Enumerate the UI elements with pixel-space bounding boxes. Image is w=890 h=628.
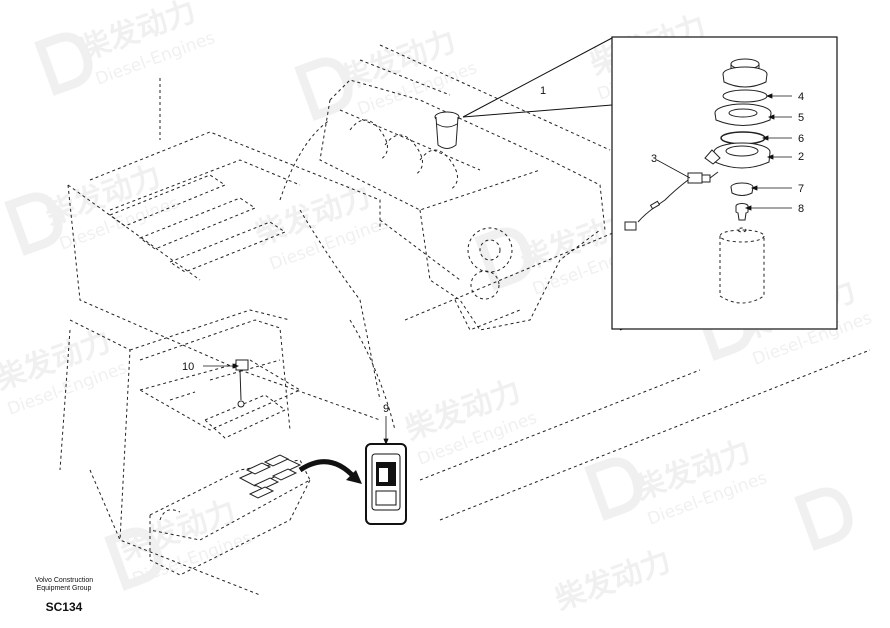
sensor-switch [235, 359, 249, 408]
watermark-logo [294, 57, 353, 121]
watermark-logo [794, 487, 853, 551]
watermark-logo [474, 227, 533, 291]
filter-cartridge [719, 227, 765, 304]
callout-1: 1 [540, 85, 546, 97]
detail-frame [462, 36, 838, 330]
watermark-logo [34, 32, 93, 96]
watermark-cn: 柴发动力 [551, 544, 676, 618]
callouts: 1 2 3 4 5 6 7 8 9 10 [182, 85, 804, 415]
engine-block [319, 79, 606, 331]
watermark-logo [584, 457, 643, 521]
callout-8: 8 [798, 203, 804, 215]
part-3-wire-harness [624, 171, 719, 231]
cap-knob [722, 58, 768, 88]
part-7-nut [730, 182, 754, 196]
figure-code: SC134 [45, 600, 83, 614]
callout-7: 7 [798, 183, 804, 195]
callout-9: 9 [383, 403, 389, 415]
machine-outline [59, 44, 871, 596]
fuel-filter-on-engine [434, 111, 460, 149]
watermark-logo [104, 527, 163, 591]
footer-credit: Volvo Construction Equipment Group SC134 [24, 577, 104, 614]
armrest-console [149, 459, 311, 576]
footer-line-1: Volvo Construction [34, 577, 94, 584]
indicator-switch-detail [365, 443, 407, 525]
arrow-to-switch [298, 459, 362, 484]
callout-3: 3 [651, 153, 657, 165]
part-8-fitting [735, 203, 749, 221]
callout-2: 2 [798, 151, 804, 163]
part-5-ring [714, 103, 772, 126]
switch-cluster [238, 454, 302, 499]
exploded-parts [624, 58, 772, 304]
watermark-logo [4, 192, 63, 256]
callout-6: 6 [798, 133, 804, 145]
leader-lines [203, 93, 792, 446]
footer-line-2: Equipment Group [36, 585, 92, 592]
callout-4: 4 [798, 91, 804, 103]
control-panel [138, 359, 302, 439]
callout-5: 5 [798, 112, 804, 124]
part-2-housing [704, 142, 771, 169]
callout-10: 10 [182, 361, 194, 373]
